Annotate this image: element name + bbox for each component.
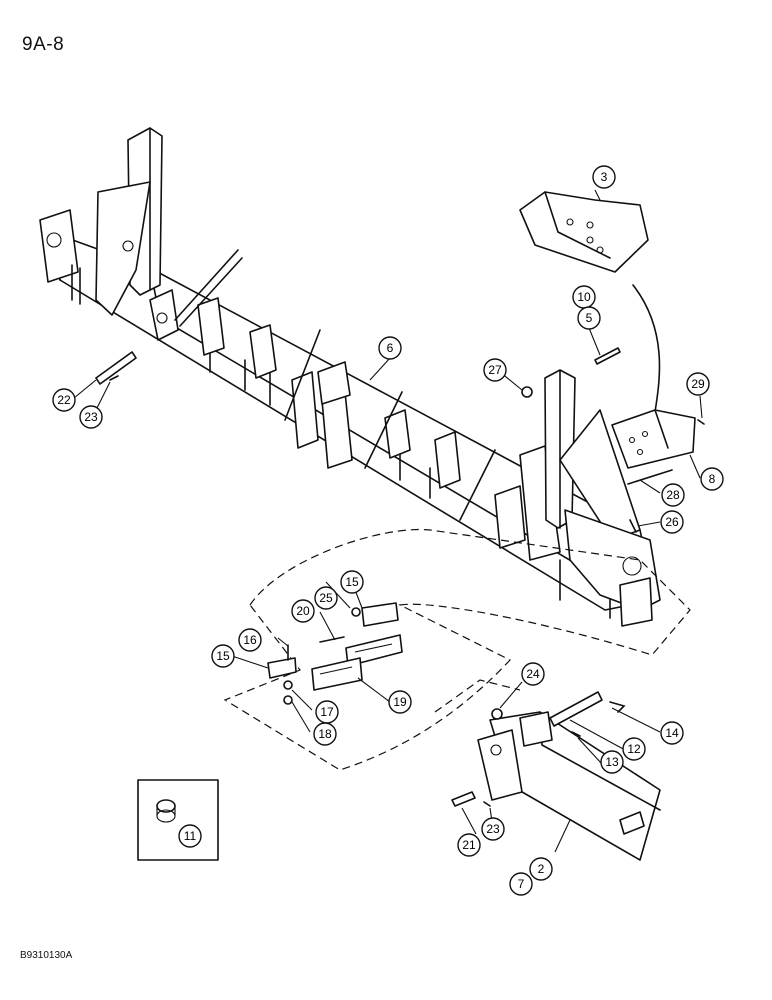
- svg-text:23: 23: [84, 410, 98, 424]
- clip-part-13: [571, 731, 581, 737]
- callout-29: 29: [686, 372, 710, 396]
- callout-2: 2: [529, 857, 553, 881]
- svg-text:12: 12: [627, 742, 641, 756]
- callout-21: 21: [457, 833, 481, 857]
- bolt-part-5: [594, 347, 621, 365]
- svg-text:11: 11: [184, 829, 197, 843]
- svg-text:2: 2: [538, 862, 545, 876]
- svg-text:26: 26: [665, 515, 679, 529]
- callout-7: 7: [509, 872, 533, 896]
- svg-text:21: 21: [462, 838, 476, 852]
- callout-20: 20: [291, 599, 315, 623]
- pin-part-22: [95, 351, 137, 385]
- callout-27: 27: [483, 358, 507, 382]
- svg-text:5: 5: [586, 311, 593, 325]
- leader-lines: [73, 189, 703, 853]
- svg-text:16: 16: [243, 633, 257, 647]
- callout-14: 14: [660, 721, 684, 745]
- link-plates: [267, 602, 403, 705]
- bracket-part-8: [611, 409, 696, 469]
- svg-text:13: 13: [605, 755, 619, 769]
- callout-6: 6: [378, 336, 402, 360]
- callout-18: 18: [313, 722, 337, 746]
- svg-text:23: 23: [486, 822, 500, 836]
- callout-23-upper: 23: [79, 405, 103, 429]
- svg-text:17: 17: [320, 705, 334, 719]
- tube-assembly-outline: [434, 679, 521, 713]
- svg-text:22: 22: [57, 393, 71, 407]
- svg-text:18: 18: [318, 727, 332, 741]
- nut-part-24: [491, 708, 503, 720]
- clip-part-14: [609, 701, 626, 713]
- callout-10: 10: [572, 285, 596, 309]
- svg-text:24: 24: [526, 667, 540, 681]
- svg-text:6: 6: [387, 341, 394, 355]
- bolt-part-28: [627, 469, 673, 485]
- main-toolbar-frame: [39, 127, 661, 627]
- callout-26: 26: [660, 510, 684, 534]
- svg-text:28: 28: [666, 488, 680, 502]
- link-assembly-outline: [223, 528, 691, 771]
- callout-19: 19: [388, 690, 412, 714]
- callout-16: 16: [238, 628, 262, 652]
- callout-15-lower: 15: [211, 644, 235, 668]
- callout-17: 17: [315, 700, 339, 724]
- callout-15-upper: 15: [340, 570, 364, 594]
- pin-part-26: [629, 519, 637, 533]
- page-label: 9A-8: [22, 34, 65, 55]
- callout-25: 25: [314, 586, 338, 610]
- svg-text:29: 29: [691, 377, 705, 391]
- callout-5: 5: [577, 306, 601, 330]
- callout-13: 13: [600, 750, 624, 774]
- tube-part-2: [477, 711, 661, 861]
- svg-text:8: 8: [709, 472, 716, 486]
- svg-text:19: 19: [393, 695, 407, 709]
- clip-part-23-upper: [109, 375, 119, 381]
- svg-text:25: 25: [319, 591, 333, 605]
- clip-part-23-lower: [483, 801, 491, 807]
- bracket-part-3: [519, 191, 649, 273]
- pin-part-21: [451, 791, 476, 807]
- svg-text:27: 27: [488, 363, 502, 377]
- callout-23-lower: 23: [481, 817, 505, 841]
- callout-24: 24: [521, 662, 545, 686]
- svg-text:15: 15: [216, 649, 230, 663]
- callout-8: 8: [700, 467, 724, 491]
- pin-part-12: [549, 691, 603, 727]
- callout-11: 11: [178, 824, 202, 848]
- svg-text:15: 15: [345, 575, 359, 589]
- svg-text:7: 7: [518, 877, 525, 891]
- pin-part-29: [697, 419, 705, 425]
- figure-code: B9310130A: [20, 950, 73, 961]
- svg-text:10: 10: [577, 290, 591, 304]
- svg-text:3: 3: [601, 170, 608, 184]
- assembly-arrow: [632, 284, 661, 413]
- inset-part-11: [137, 779, 219, 861]
- callout-22: 22: [52, 388, 76, 412]
- svg-text:20: 20: [296, 604, 310, 618]
- svg-text:14: 14: [665, 726, 679, 740]
- callout-28: 28: [661, 483, 685, 507]
- callout-3: 3: [592, 165, 616, 189]
- nut-part-27: [521, 386, 533, 398]
- callout-12: 12: [622, 737, 646, 761]
